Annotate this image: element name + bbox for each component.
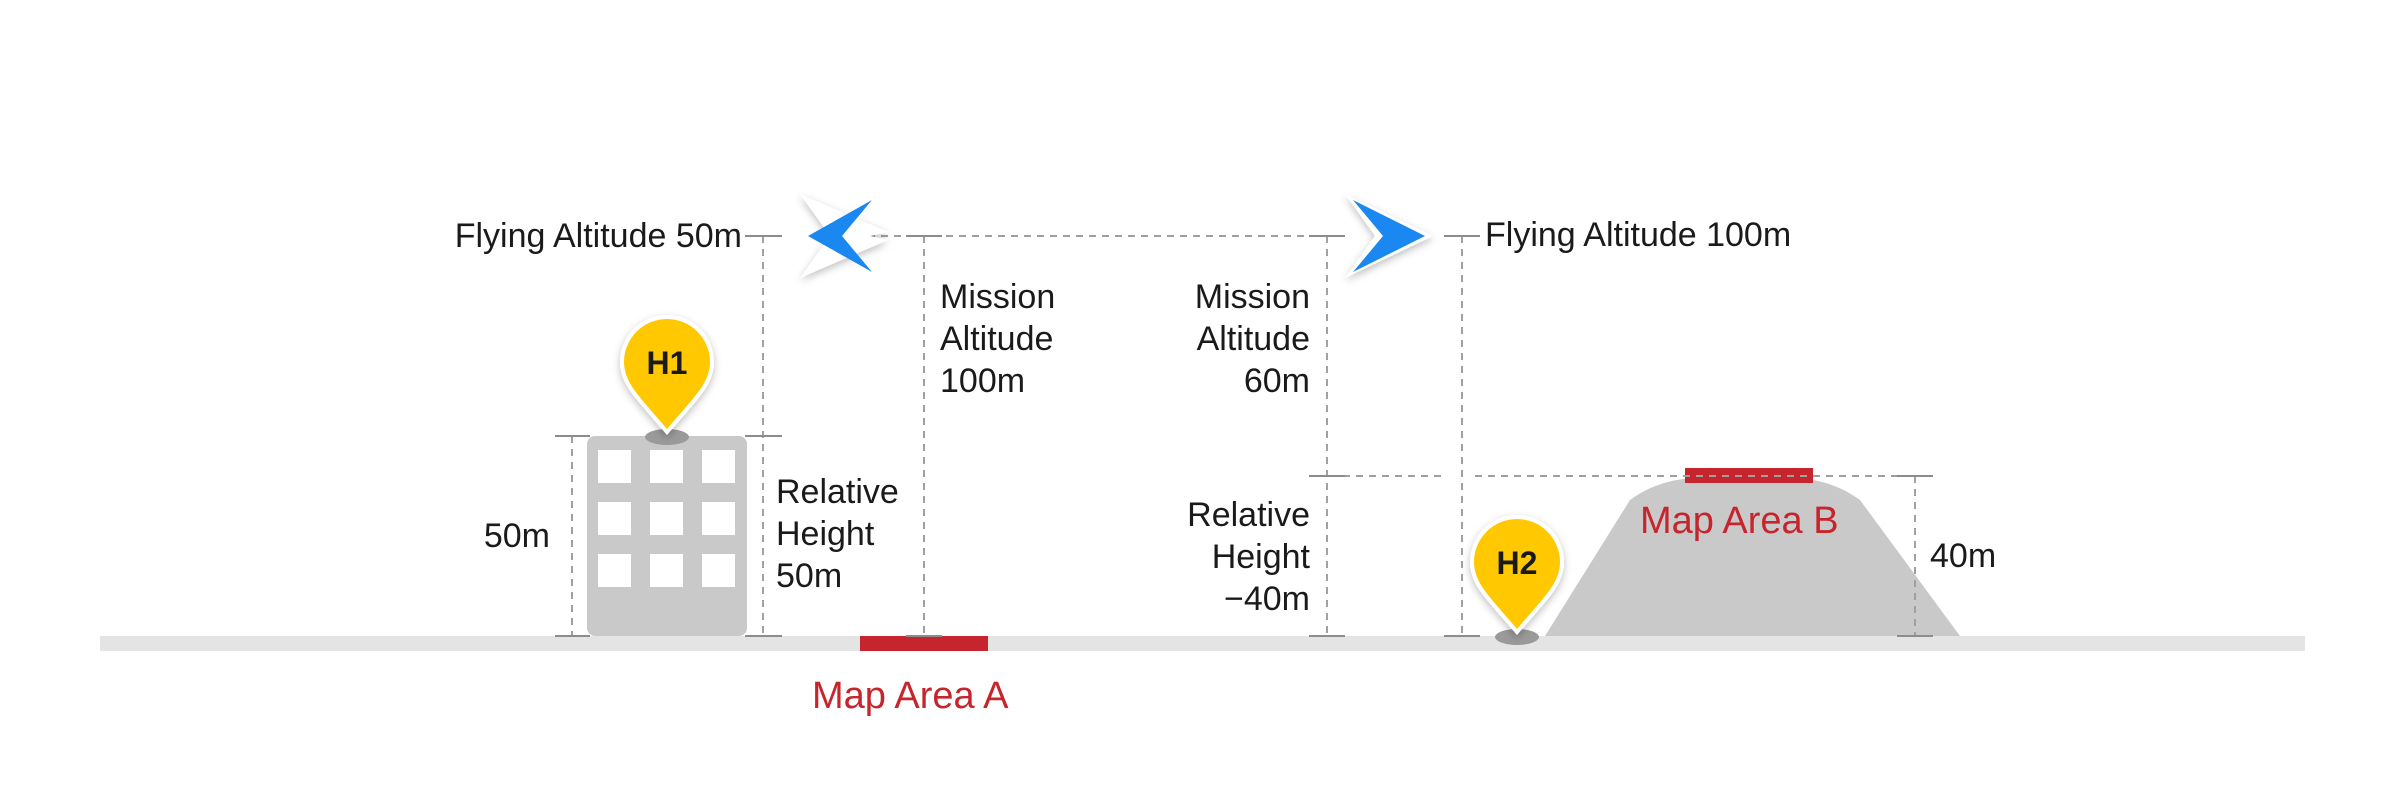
navigation-arrow-icon (800, 194, 888, 278)
navigation-arrow-icon (1353, 200, 1425, 272)
mission-altitude-right-line-3: 60m (1243, 362, 1310, 400)
relative-height-left-label: Relative Height 50m (776, 471, 899, 597)
mission-altitude-left-line-2: Altitude (940, 320, 1054, 358)
map-area-b-label: Map Area B (1640, 500, 1839, 542)
mission-altitude-left-line-1: Mission (940, 278, 1056, 316)
mission-altitude-left-line-3: 100m (940, 362, 1026, 400)
map-area-a-label: Map Area A (812, 675, 1009, 717)
hill (1545, 478, 1960, 636)
navigation-arrow-icon (808, 200, 872, 272)
map-area-a-bar (860, 636, 988, 651)
relative-height-right-line-1: Relative (1187, 496, 1310, 534)
relative-height-left-line-1: Relative (776, 473, 899, 511)
home-point-h1-label: H1 (646, 345, 688, 381)
relative-height-left-line-3: 50m (776, 557, 843, 595)
ground (100, 636, 2305, 651)
mission-altitude-left-label: Mission Altitude 100m (940, 276, 1055, 402)
home-point-h2-label: H2 (1496, 545, 1538, 581)
flying-altitude-left-label: Flying Altitude 50m (454, 217, 742, 255)
tick-marks (555, 235, 1933, 637)
relative-height-right-line-2: Height (1211, 538, 1310, 576)
flying-altitude-right-label: Flying Altitude 100m (1485, 216, 1792, 254)
map-pin-icon (1469, 515, 1565, 645)
relative-height-right-line-3: −40m (1224, 580, 1310, 618)
mission-altitude-right-line-2: Altitude (1196, 320, 1310, 358)
relative-height-left-line-2: Height (776, 515, 875, 553)
building-height-label: 50m (483, 517, 550, 555)
building (587, 436, 747, 636)
hill-height-label: 40m (1930, 537, 1997, 575)
mission-altitude-right-line-1: Mission (1194, 278, 1310, 316)
map-pin-icon (619, 315, 715, 445)
dashed-guides (571, 235, 1930, 636)
relative-height-right-label: Relative Height −40m (1110, 494, 1310, 620)
mission-altitude-right-label: Mission Altitude 60m (1120, 276, 1310, 402)
